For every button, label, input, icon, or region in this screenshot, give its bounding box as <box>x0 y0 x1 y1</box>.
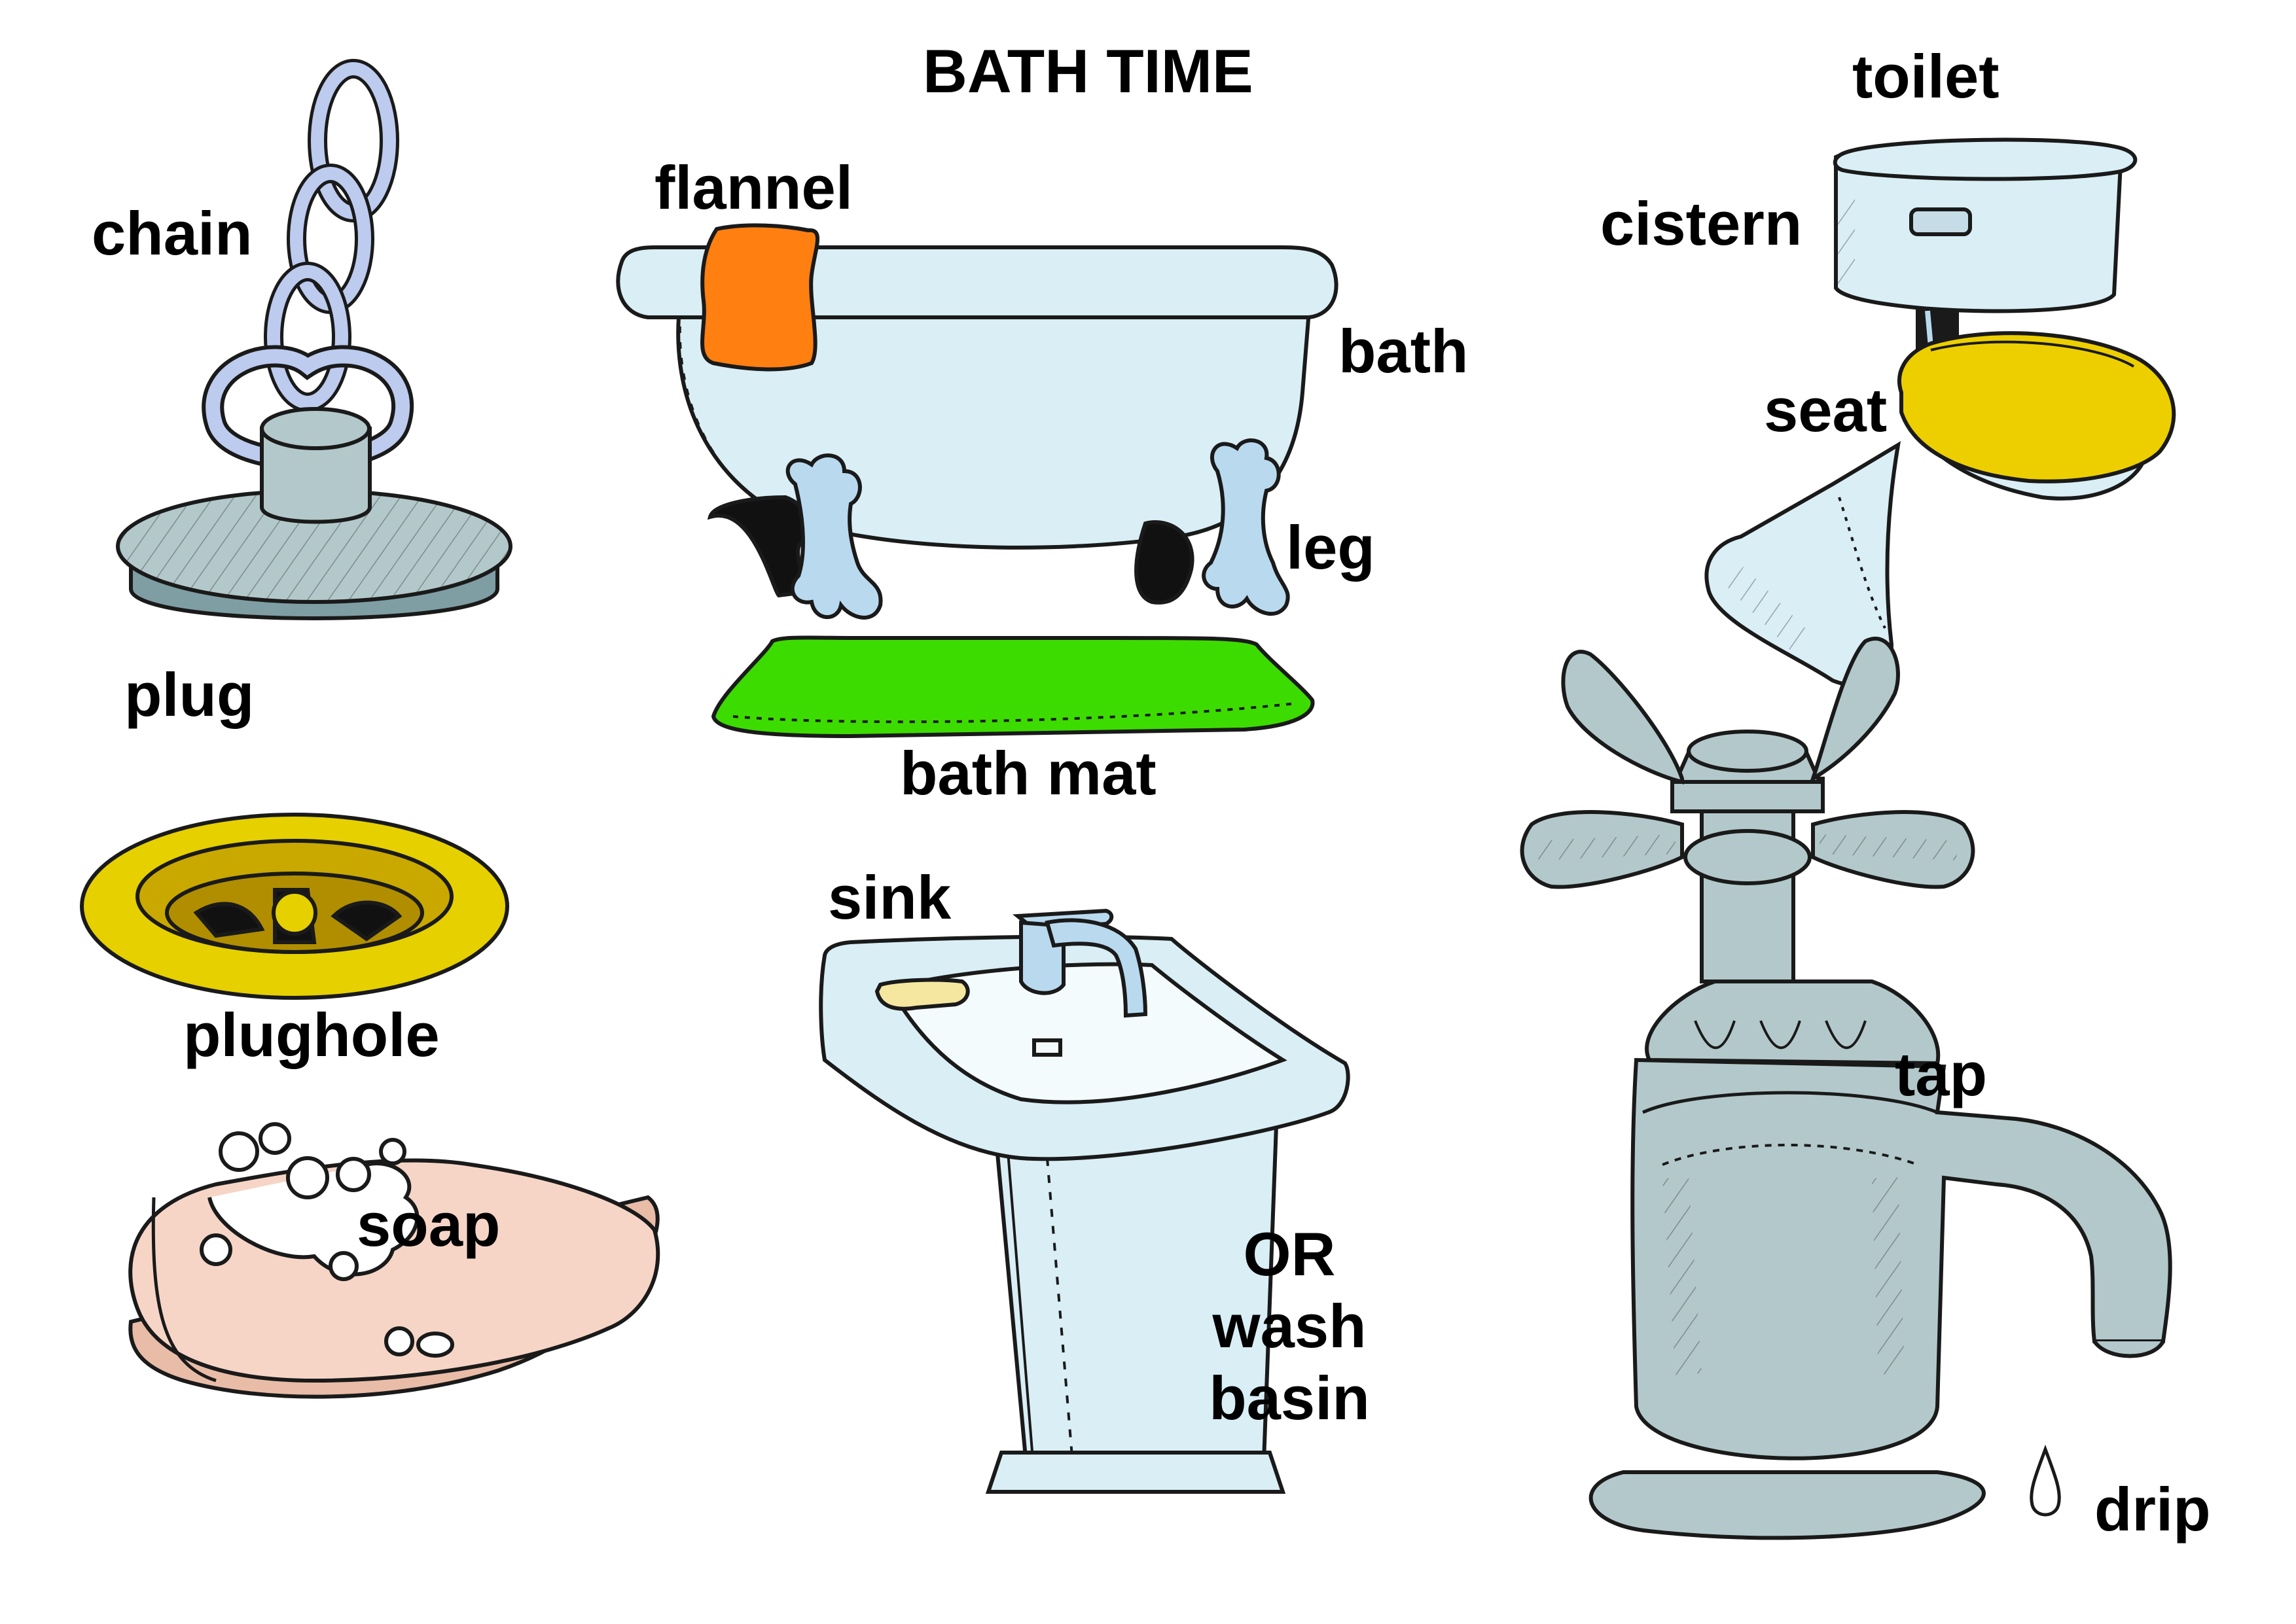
drip-icon <box>2030 1444 2061 1517</box>
label-drip: drip <box>2094 1475 2211 1544</box>
label-cistern: cistern <box>1600 189 1803 258</box>
label-or: OR <box>1243 1220 1336 1288</box>
label-plughole: plughole <box>183 1000 440 1069</box>
label-leg: leg <box>1286 513 1375 582</box>
label-basin: basin <box>1209 1364 1370 1432</box>
label-tap: tap <box>1895 1040 1987 1108</box>
bath-mat-icon <box>711 635 1315 739</box>
label-toilet: toilet <box>1852 42 2000 111</box>
label-chain: chain <box>92 199 253 268</box>
label-sink: sink <box>828 863 952 932</box>
plug-icon <box>116 407 512 620</box>
label-seat: seat <box>1764 376 1888 444</box>
label-bath-mat: bath mat <box>900 739 1157 807</box>
plughole-icon <box>80 813 509 1000</box>
label-flannel: flannel <box>655 153 853 222</box>
tap-icon <box>1520 637 2172 1540</box>
label-plug: plug <box>124 660 255 729</box>
label-soap: soap <box>357 1190 501 1259</box>
bath-icon <box>616 223 1338 620</box>
page-title: BATH TIME <box>923 37 1253 105</box>
sink-icon <box>819 908 1350 1494</box>
label-bath: bath <box>1338 317 1469 385</box>
label-wash: wash <box>1212 1292 1367 1360</box>
toilet-icon <box>1704 137 2176 688</box>
soap-icon <box>128 1122 660 1399</box>
